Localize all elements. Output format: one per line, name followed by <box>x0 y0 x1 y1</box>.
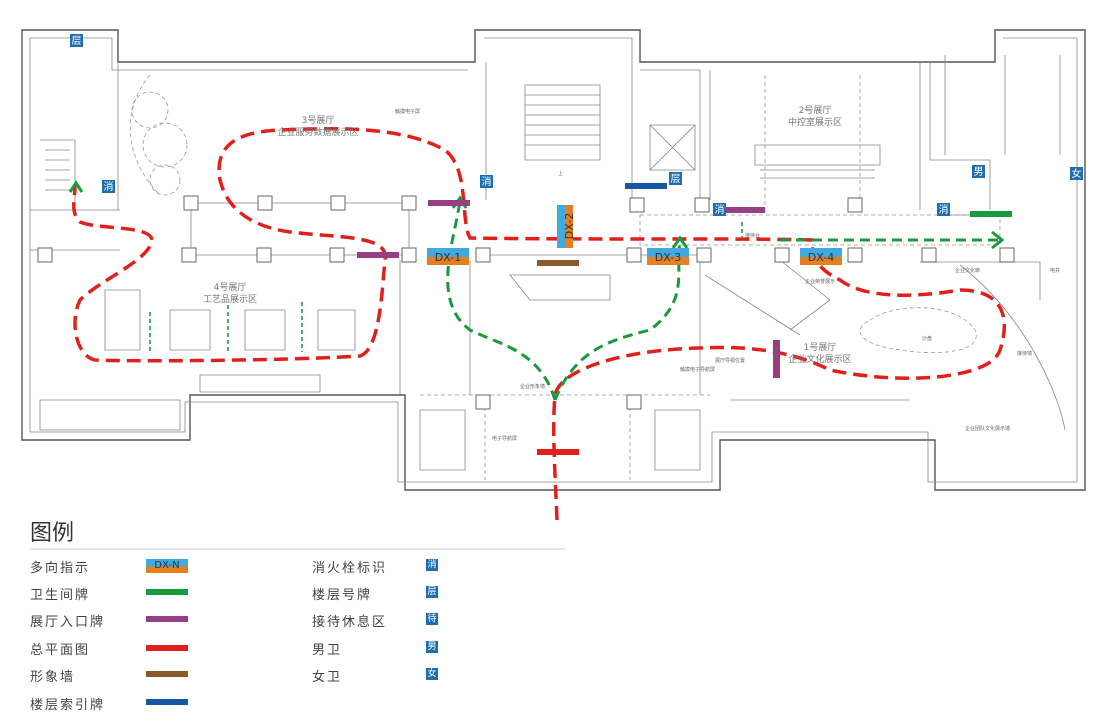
floor-index-sign <box>625 183 667 189</box>
small-label: 接待墙 <box>1017 350 1032 357</box>
small-label: 展厅导视位置 <box>715 357 745 364</box>
legend-badge-reception: 待 <box>426 613 438 625</box>
legend-label: 形象墙 <box>30 670 76 685</box>
legend-label: 多向指示 <box>30 561 91 576</box>
hall-entrance-sign <box>357 252 399 258</box>
svg-text:消: 消 <box>482 175 492 188</box>
hall3-name: 3号展厅 <box>302 115 335 126</box>
image-wall <box>537 260 579 266</box>
svg-text:层: 层 <box>671 173 681 185</box>
stairs-up-label: 上 <box>558 170 563 177</box>
small-label: 企业文化廊 <box>955 267 980 274</box>
hall2-sub: 中控室展示区 <box>788 116 842 128</box>
hall1-name: 1号展厅 <box>804 342 837 353</box>
hall3-sub: 企业服务数据展示区 <box>277 126 358 138</box>
small-label: 电子导航屏 <box>492 435 517 442</box>
hall-entrance-sign <box>773 340 780 378</box>
tour-route-red <box>72 126 1007 521</box>
legend-title: 图例 <box>30 521 75 546</box>
small-label: 企业形象墙 <box>520 383 545 390</box>
svg-text:层: 层 <box>72 35 82 47</box>
dx-1-sign: DX-1 <box>427 248 469 265</box>
legend-label: 楼层索引牌 <box>30 698 106 713</box>
small-label: 企业荣誉展示 <box>805 278 835 285</box>
svg-text:消: 消 <box>715 203 725 216</box>
dx-2-sign: DX-2 <box>557 205 576 248</box>
legend-divider <box>30 548 565 550</box>
building-walls <box>21 29 1086 491</box>
small-label: 触摸电子导航屏 <box>680 366 715 373</box>
electric-room-label: 电井 <box>1050 267 1060 274</box>
legend-label: 总平面图 <box>30 643 91 658</box>
hall4-sub: 工艺品展示区 <box>203 294 257 305</box>
hall2-name: 2号展厅 <box>799 105 832 116</box>
signs <box>357 183 1012 455</box>
legend-badge-male: 男 <box>426 641 438 653</box>
hall1-sub: 企业文化展示区 <box>788 353 851 365</box>
small-label: 触摸电子屏 <box>395 108 420 115</box>
legend-badge-floor: 层 <box>426 586 438 598</box>
legend-badge-female: 女 <box>426 668 438 680</box>
legend-swatch-plan <box>146 645 188 651</box>
legend-label: 楼层号牌 <box>312 588 373 603</box>
hall4-name: 4号展厅 <box>214 282 247 293</box>
general-plan-sign <box>537 449 579 455</box>
legend-swatch-floor-index <box>146 699 188 705</box>
legend-label: 消火栓标识 <box>312 561 388 576</box>
legend-swatch-toilet <box>146 589 188 595</box>
svg-text:消: 消 <box>104 180 114 193</box>
svg-text:DX-4: DX-4 <box>808 251 834 264</box>
legend-badge-fire: 消 <box>426 559 438 571</box>
svg-text:DX-1: DX-1 <box>435 251 461 264</box>
svg-text:DX-2: DX-2 <box>563 213 576 239</box>
arrowheads <box>68 180 1005 250</box>
svg-text:男: 男 <box>974 166 984 178</box>
toilet-sign <box>970 211 1012 217</box>
fire-badges: 层 消 消 层 消 消 男 女 <box>70 34 1083 216</box>
svg-text:消: 消 <box>939 203 949 216</box>
dx-4-sign: DX-4 <box>800 248 842 265</box>
hall-entrance-sign <box>725 207 765 213</box>
legend-swatch-image-wall <box>146 671 188 677</box>
hall-entrance-sign <box>428 200 470 206</box>
legend-swatch-entrance <box>146 616 188 622</box>
legend-label: 女卫 <box>312 670 343 685</box>
svg-text:DX-3: DX-3 <box>655 251 681 264</box>
legend-swatch-dx: DX-N <box>146 559 188 573</box>
columns <box>37 195 1015 410</box>
dx-3-sign: DX-3 <box>647 248 689 265</box>
legend-label: 展厅入口牌 <box>30 615 106 630</box>
small-label: 企业团队文化展示墙 <box>965 425 1010 432</box>
toilet-route-green <box>446 199 1000 401</box>
hall4-arrows <box>149 302 303 352</box>
small-label: 接待台 <box>745 232 760 239</box>
legend-label: 接待休息区 <box>312 615 388 630</box>
sandtable-label: 沙盘 <box>922 335 932 342</box>
svg-text:女: 女 <box>1072 167 1082 180</box>
legend-label: 男卫 <box>312 643 343 658</box>
legend-label: 卫生间牌 <box>30 588 91 603</box>
